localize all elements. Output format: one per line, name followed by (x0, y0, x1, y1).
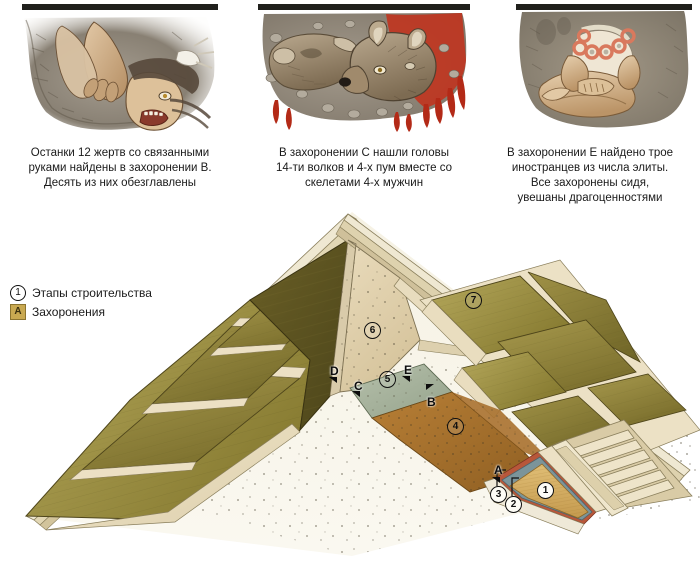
burial-flag-b (426, 384, 434, 390)
burial-marker-b: B (427, 395, 436, 409)
caption-burial-e: В захоронении E найдено трое иностранцев… (482, 146, 698, 206)
burial-b-artwork (24, 17, 215, 131)
stage-marker-1: 1 (537, 482, 554, 499)
caption-line: В захоронении E найдено трое (506, 147, 674, 159)
stage-marker-3: 3 (490, 486, 507, 503)
burial-marker-c: C (354, 379, 363, 393)
burial-e-artwork (519, 11, 689, 128)
legend-label: Этапы строительства (32, 286, 152, 300)
caption-line: увешаны драгоценностями (517, 192, 663, 204)
stage-marker-4: 4 (447, 418, 464, 435)
burial-c-illustration (258, 4, 470, 136)
caption-line: 14-ти волков и 4-х пум вместе со (276, 162, 452, 174)
caption-line: руками найдены в захоронении B. (28, 162, 212, 174)
burial-b-illustration (22, 4, 218, 136)
legend-item-burials: A Захоронения (10, 303, 152, 321)
pyramid-apex (335, 213, 691, 490)
caption-line: В захоронении C нашли головы (279, 147, 449, 159)
caption-burial-c: В захоронении C нашли головы 14-ти волко… (250, 146, 478, 191)
burial-flag-e (402, 376, 410, 382)
burial-marker-d: D (330, 364, 339, 378)
caption-line: Все захоронены сидя, (530, 177, 650, 189)
burial-marker-e: E (404, 363, 413, 377)
staircase (551, 419, 693, 517)
stage-marker-2: 2 (505, 496, 522, 513)
burial-c-artwork (262, 13, 467, 132)
burial-e-illustration (516, 4, 692, 136)
burial-flag-d (329, 377, 337, 383)
panel-top-bar (516, 4, 692, 10)
caption-line: Десять из них обезглавлены (43, 177, 197, 189)
burial-marker-a: A (494, 463, 503, 477)
legend-label: Захоронения (32, 305, 105, 319)
ground-plane (26, 212, 700, 556)
caption-burial-b: Останки 12 жертв со связанными руками на… (4, 146, 236, 191)
panel-top-bar (22, 4, 218, 10)
panel-top-bar (258, 4, 470, 10)
region-4-brown-fill (371, 391, 556, 493)
caption-line: иностранцев из числа элиты. (511, 162, 669, 174)
circle-number-icon: 1 (10, 285, 26, 301)
diagram-legend: 1 Этапы строительства A Захоронения (10, 284, 152, 322)
caption-line: скелетами 4-х мужчин (304, 177, 424, 189)
burial-flag-c (352, 391, 360, 397)
square-letter-icon: A (10, 304, 26, 320)
burial-flag-a (492, 477, 500, 483)
stage-marker-7: 7 (465, 292, 482, 309)
stage-marker-5: 5 (379, 371, 396, 388)
caption-line: Останки 12 жертв со связанными (30, 147, 210, 159)
stage-marker-6: 6 (364, 322, 381, 339)
pyramid-left-wing (24, 213, 369, 531)
pyramid-right-wing (419, 259, 700, 471)
legend-item-stages: 1 Этапы строительства (10, 284, 152, 302)
region-5-green-platform (349, 363, 453, 419)
